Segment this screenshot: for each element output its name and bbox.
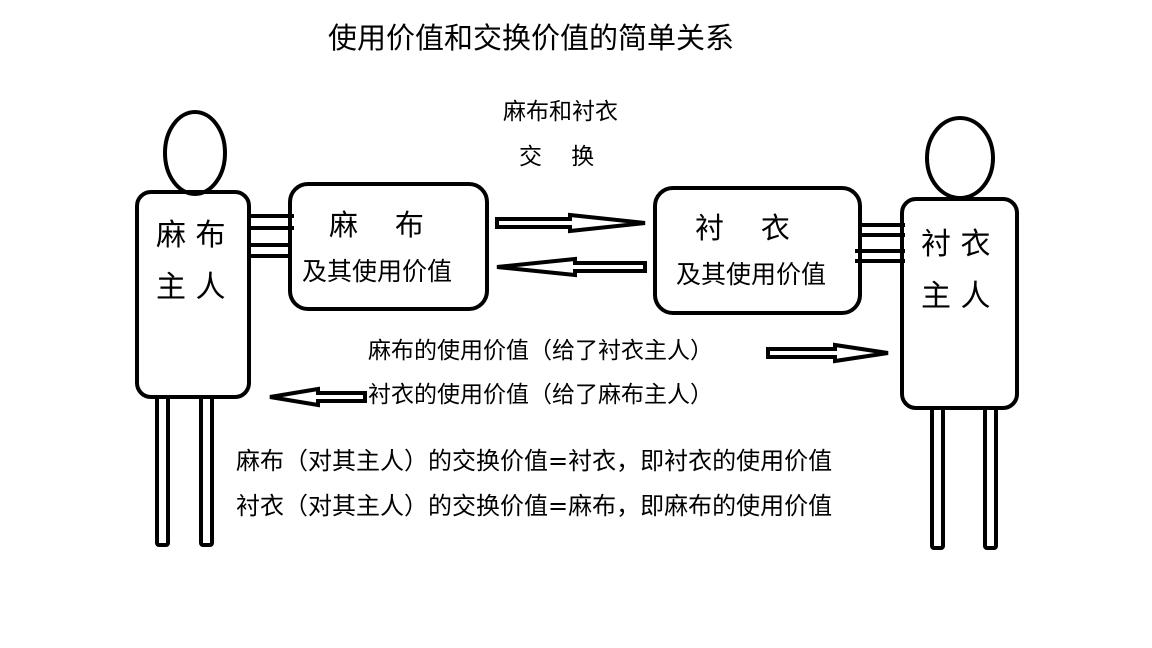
left-box-label: 及其使用价值 [302,257,453,286]
left-person-label: 麻 布 [156,218,226,253]
left-person-body [135,190,251,399]
right-box-label: 及其使用价值 [676,260,827,289]
left-person-label: 主 人 [156,270,226,305]
use-value-line: 衬衣的使用价值（给了麻布主人） [368,382,713,408]
arrow-left-icon [269,386,367,408]
right-person-label: 主 人 [921,279,991,314]
arrow-right-icon [495,212,646,234]
exchange-label: 交 换 [519,144,595,170]
exchange-value-line: 衬衣（对其主人）的交换价值=麻布，即麻布的使用价值 [236,492,833,520]
exchange-label: 麻布和衬衣 [503,99,618,125]
right-box-label: 衬 衣 [695,211,790,245]
left-connector [249,214,294,258]
arrow-left-icon [496,256,647,278]
right-person-leg [930,406,945,550]
right-person-leg [983,406,998,550]
right-goods-box [653,186,862,315]
page-title: 使用价值和交换价值的简单关系 [328,21,735,55]
left-person-leg [199,395,214,547]
right-person-label: 衬 衣 [921,227,991,262]
left-box-label: 麻 布 [329,208,424,242]
arrow-right-icon [766,342,889,364]
right-connector [855,223,905,263]
right-person-body [900,197,1019,410]
exchange-value-line: 麻布（对其主人）的交换价值=衬衣，即衬衣的使用价值 [236,447,833,475]
right-person-head [925,116,995,200]
left-person-leg [155,395,170,547]
left-person-head [163,110,227,196]
use-value-line: 麻布的使用价值（给了衬衣主人） [368,338,713,364]
left-goods-box [288,182,489,311]
